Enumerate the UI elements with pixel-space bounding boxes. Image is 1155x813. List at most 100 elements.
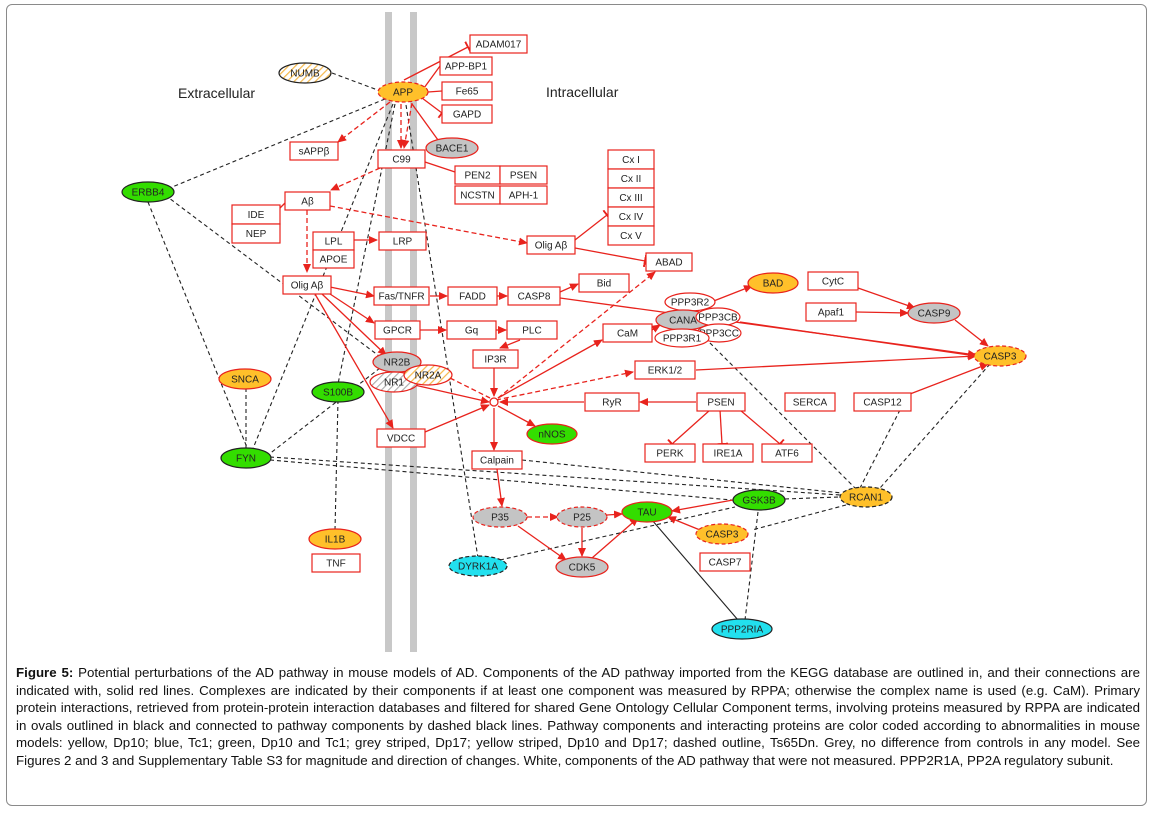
edge-plc-ip3r	[499, 339, 521, 349]
caption-text: Potential perturbations of the AD pathwa…	[16, 665, 1140, 768]
box-label-atf6: ATF6	[775, 449, 799, 460]
oval-label-bace1: BACE1	[436, 144, 469, 155]
oval-erbb4: ERBB4	[121, 181, 175, 203]
oval-label-nr2a: NR2A	[415, 371, 442, 382]
oval-casp3b: CASP3	[695, 523, 749, 545]
box-label-cxii: Cx II	[621, 174, 642, 185]
oval-label-cana: CANA	[669, 316, 697, 327]
oval-label-dyrk1a: DYRK1A	[458, 562, 498, 573]
oval-casp3a: CASP3	[973, 345, 1027, 367]
box-psen: PSEN	[499, 165, 548, 185]
edge-casp12-rcan1	[859, 409, 901, 489]
edge-psen-atf6	[739, 409, 785, 450]
box-ab: Aβ	[284, 191, 331, 211]
caption-label: Figure 5:	[16, 665, 74, 680]
box-aph1: APH-1	[499, 185, 548, 205]
oval-casp9: CASP9	[907, 302, 961, 324]
edge-oligab-gpcr	[326, 291, 375, 324]
oval-cdk5: CDK5	[555, 556, 609, 578]
oval-dyrk1a: DYRK1A	[448, 555, 508, 577]
box-psen2: PSEN	[696, 392, 746, 412]
oval-label-ppp2ria: PPP2RIA	[721, 625, 764, 636]
box-label-ide: IDE	[248, 210, 265, 221]
edge-cam-cana	[651, 324, 661, 333]
box-cytc: CytC	[807, 271, 859, 291]
edge-hub-erk	[495, 369, 634, 401]
box-bid: Bid	[578, 273, 630, 293]
ad-pathway-diagram: Extracellular Intracellular	[121, 12, 1027, 652]
edge-numb-app	[331, 72, 384, 93]
edge-casp12-casp3	[909, 363, 989, 395]
box-apaf1: Apaf1	[805, 302, 857, 322]
box-label-cytc: CytC	[822, 277, 844, 288]
box-sappb: sAPPβ	[289, 141, 339, 161]
edge-erbb4-fyn	[147, 201, 249, 451]
box-label-oligab1: Olig Aβ	[535, 241, 568, 252]
box-label-cxv: Cx V	[620, 231, 642, 242]
box-label-abad: ABAD	[655, 258, 682, 269]
box-label-adam017: ADAM017	[476, 40, 522, 51]
figure-frame	[6, 4, 1147, 806]
oval-ppp3r2: PPP3R2	[664, 292, 716, 312]
box-fadd: FADD	[447, 286, 498, 306]
edge-app-fe65	[427, 90, 443, 93]
edge-app-appbp1	[423, 65, 441, 89]
box-label-erk12: ERK1/2	[648, 366, 683, 377]
box-calpain: Calpain	[471, 450, 523, 470]
box-apoe: APOE	[312, 249, 355, 269]
box-label-sappb: sAPPβ	[299, 147, 330, 158]
edge-app-erbb4	[164, 98, 386, 191]
edge-p35-cdk5	[517, 525, 567, 561]
edge-fyn-gsk3b	[269, 459, 733, 501]
oval-label-casp3a: CASP3	[984, 352, 1017, 363]
edge-apaf1-casp9	[855, 308, 909, 317]
oval-label-snca: SNCA	[231, 375, 259, 386]
box-serca: SERCA	[784, 392, 836, 412]
oval-p25: P25	[556, 506, 608, 528]
box-ip3r: IP3R	[472, 349, 519, 369]
oval-app: APP	[377, 81, 429, 103]
oval-label-ppp3r2: PPP3R2	[671, 298, 710, 309]
oval-label-gsk3b: GSK3B	[742, 496, 776, 507]
calcium-hub	[489, 397, 499, 407]
box-gapd: GAPD	[441, 104, 493, 124]
box-label-cxiv: Cx IV	[619, 212, 644, 223]
ppi-solid-edges	[651, 519, 739, 621]
box-nep: NEP	[231, 223, 281, 244]
edge-casp8-bid	[559, 283, 579, 293]
box-label-pen2: PEN2	[464, 171, 491, 182]
box-cxiv: Cx IV	[607, 206, 655, 227]
edge-app-gapd	[421, 97, 447, 119]
box-label-gpcr: GPCR	[383, 326, 412, 337]
edge-psen-perk	[667, 409, 711, 450]
oval-label-nnos: nNOS	[538, 430, 566, 441]
oval-label-bad: BAD	[763, 279, 784, 290]
edge-casp9-casp3	[954, 319, 989, 347]
box-label-ncstn: NCSTN	[460, 191, 494, 202]
oval-label-numb: NUMB	[290, 69, 320, 80]
edge-cana-casp3	[739, 321, 977, 359]
box-label-tnf: TNF	[326, 559, 345, 570]
edge-gsk3b-tau	[671, 499, 734, 514]
box-label-vdcc: VDCC	[387, 434, 415, 445]
box-appbp1: APP-BP1	[439, 56, 493, 76]
oval-label-p25: P25	[573, 513, 591, 524]
box-cxiii: Cx III	[607, 187, 655, 208]
box-label-casp8: CASP8	[518, 292, 551, 303]
box-label-apoe: APOE	[320, 255, 348, 266]
edge-calpain-rcan1	[521, 459, 843, 494]
oval-label-casp9: CASP9	[918, 309, 951, 320]
oval-label-fyn: FYN	[236, 454, 256, 465]
edge-casp3a-rcan1	[879, 363, 991, 489]
box-label-cam: CaM	[617, 329, 638, 340]
box-label-gapd: GAPD	[453, 110, 481, 121]
box-casp8: CASP8	[507, 286, 561, 306]
edge-hub-nnos	[497, 405, 536, 427]
edge-app-adam	[403, 41, 472, 81]
box-label-ryr: RyR	[602, 398, 621, 409]
edge-calpain-p35	[496, 468, 505, 507]
oval-label-casp3b: CASP3	[706, 530, 739, 541]
oval-s100b: S100B	[311, 381, 365, 403]
oval-bace1: BACE1	[425, 137, 479, 159]
